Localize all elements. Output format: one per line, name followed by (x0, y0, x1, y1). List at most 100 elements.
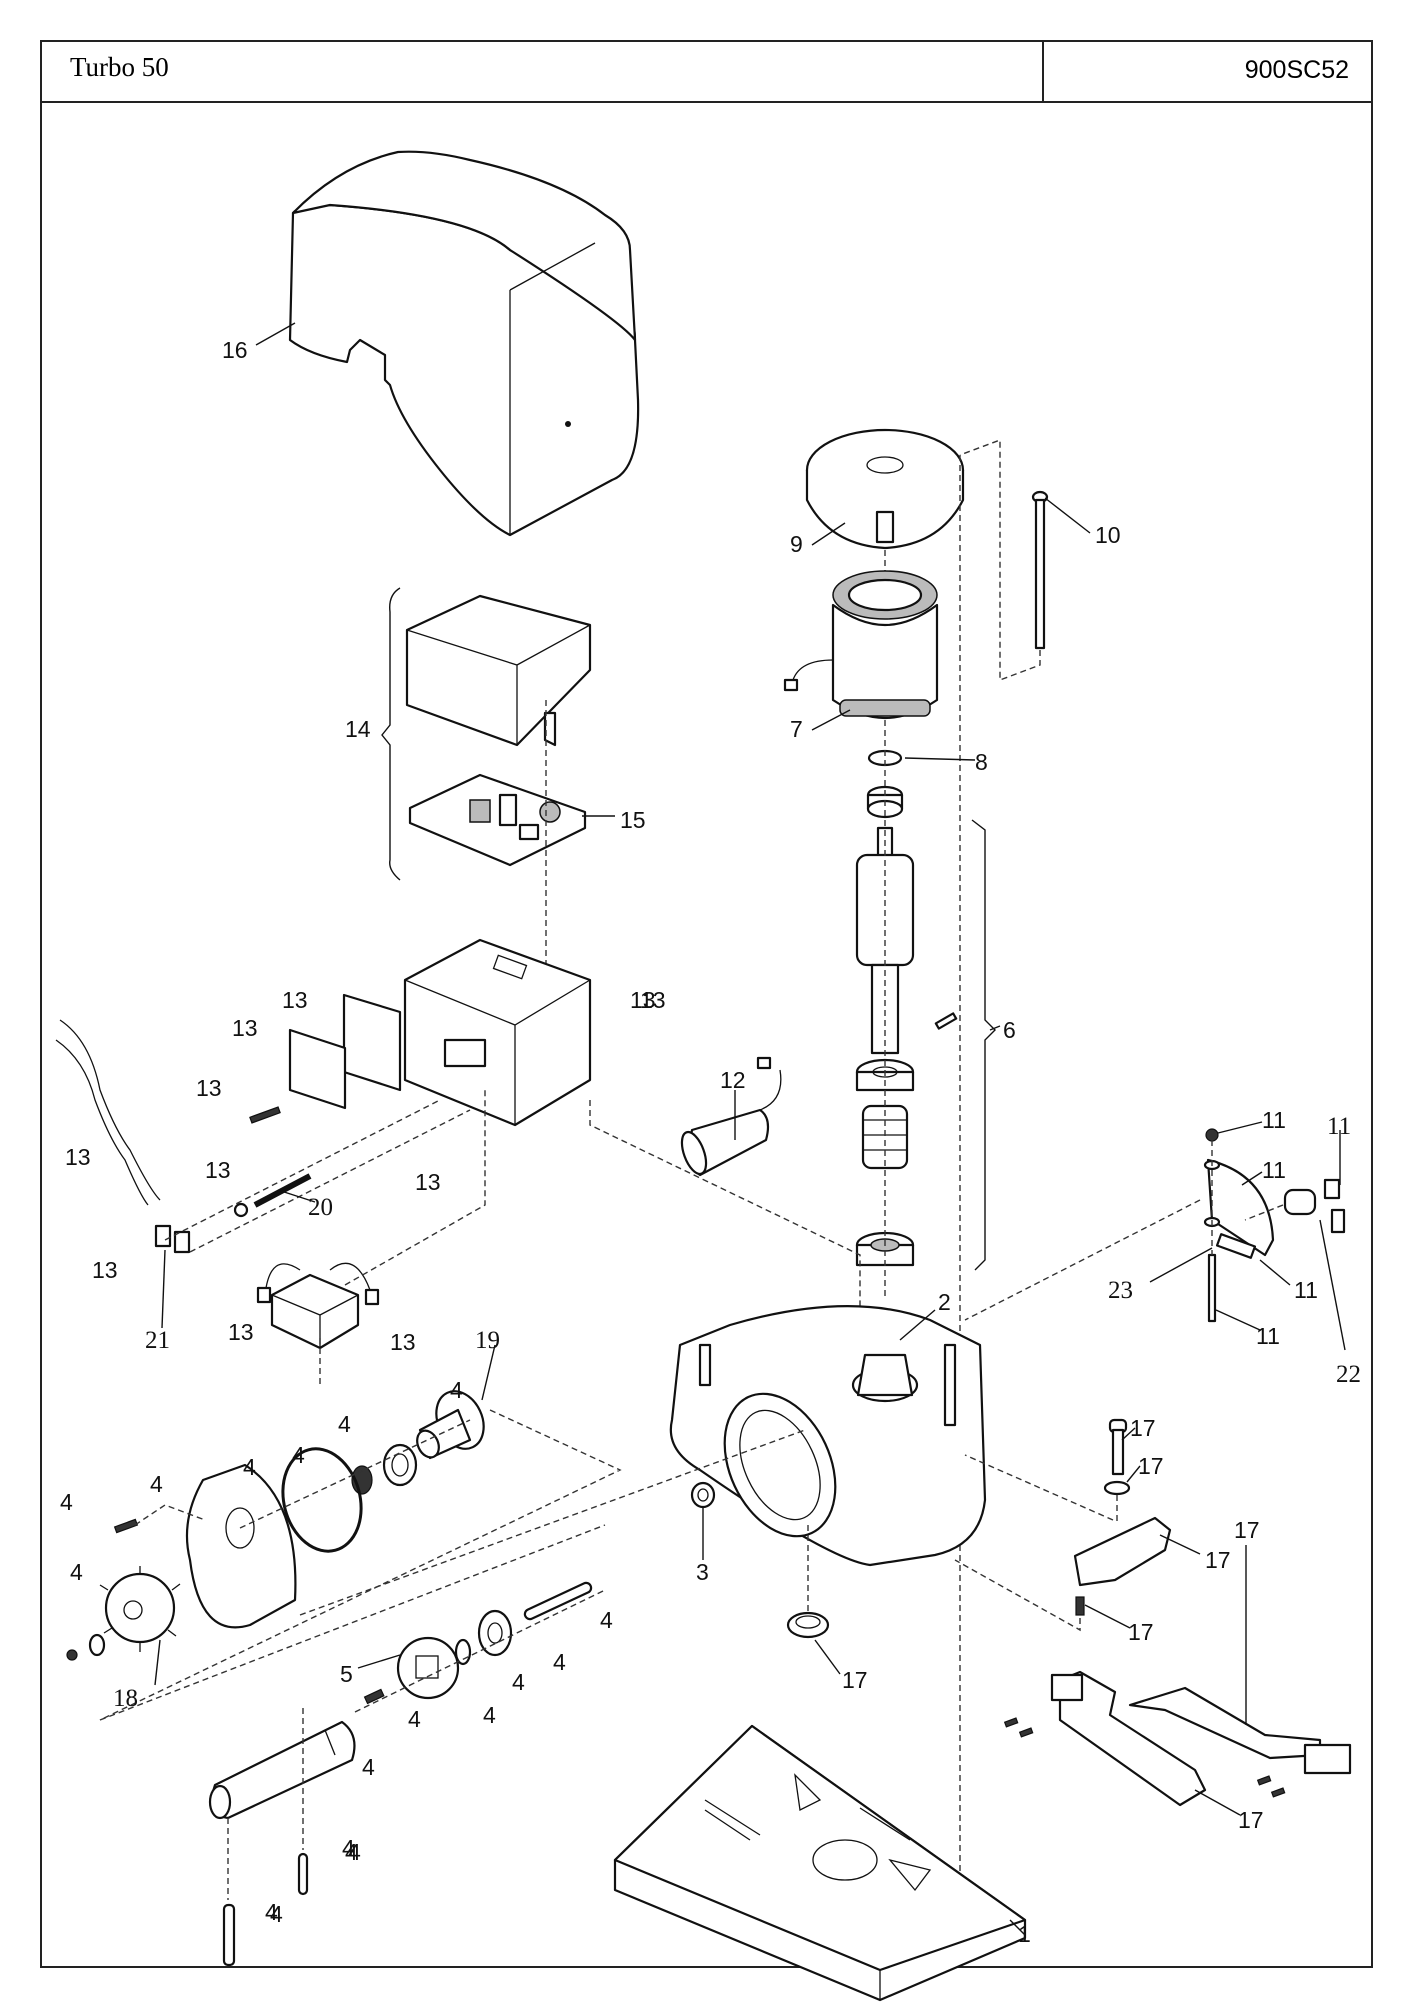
callout-4: 4 (512, 1669, 525, 1695)
capacitor-part-12 (680, 1056, 782, 1177)
gear-part-5 (396, 1636, 460, 1700)
part-code: 900SC52 (1244, 56, 1349, 84)
bearing-lower-4 (477, 1609, 513, 1657)
callout-19: 19 (475, 1327, 500, 1354)
callout-16: 16 (222, 337, 248, 363)
callout-11: 11 (1262, 1107, 1286, 1133)
callout-17: 17 (842, 1667, 868, 1693)
callout-13: 13 (228, 1319, 254, 1345)
callout-9: 9 (790, 531, 803, 557)
wire-harness-13 (55, 1019, 161, 1206)
gear-cover-4 (185, 1463, 297, 1629)
washer-screw-18 (66, 1633, 106, 1661)
callout-7: 7 (790, 716, 803, 742)
callout-13: 13 (630, 987, 656, 1013)
board-plate-13b (288, 1028, 347, 1110)
callout-12: 12 (720, 1067, 746, 1093)
pinion-part-18 (99, 1566, 181, 1652)
callout-13: 13 (92, 1257, 118, 1283)
callout-18: 18 (113, 1685, 138, 1712)
callout-4: 4 (408, 1706, 421, 1732)
callout-4: 4 (270, 1901, 283, 1927)
callout-4: 4 (362, 1754, 375, 1780)
callout-13: 13 (232, 1015, 258, 1041)
callout-4: 4 (348, 1839, 361, 1865)
callout-4: 4 (600, 1607, 613, 1633)
callout-17: 17 (1128, 1619, 1154, 1645)
callout-1: 1 (1018, 1921, 1031, 1947)
callout-11: 11 (1262, 1157, 1286, 1183)
key-pin-4 (297, 1852, 309, 1896)
callout-13: 13 (415, 1169, 441, 1195)
plug-part-17 (786, 1611, 830, 1639)
callout-4: 4 (243, 1454, 256, 1480)
seal-part-3 (690, 1481, 716, 1509)
callout-23: 23 (1108, 1277, 1133, 1304)
callout-3: 3 (696, 1559, 709, 1585)
control-board-part-15 (408, 773, 587, 867)
base-plate-part-1 (613, 1724, 1027, 2002)
callout-17: 17 (1138, 1453, 1164, 1479)
callout-4: 4 (483, 1702, 496, 1728)
callout-4: 4 (553, 1649, 566, 1675)
callout-11: 11 (1294, 1277, 1318, 1303)
spring-4 (363, 1688, 385, 1705)
callout-13: 13 (390, 1329, 416, 1355)
callout-22: 22 (1336, 1361, 1361, 1388)
callout-13: 13 (205, 1157, 231, 1183)
callout-4: 4 (450, 1377, 463, 1403)
o-ring-4 (281, 1447, 363, 1553)
transformer-13 (256, 1262, 380, 1350)
callout-17: 17 (1130, 1415, 1156, 1441)
callout-17: 17 (1238, 1807, 1264, 1833)
callout-21: 21 (145, 1327, 170, 1354)
electronics-housing-part-13 (403, 938, 592, 1127)
callout-20: 20 (308, 1194, 333, 1221)
gearbox-housing-part-2 (669, 1305, 987, 1567)
callout-13-right: 13 (640, 987, 666, 1013)
callout-2: 2 (938, 1289, 951, 1315)
callout-5: 5 (340, 1661, 353, 1687)
callout-8: 8 (975, 749, 988, 775)
dowel-pin-4 (222, 1903, 236, 1967)
screw-13 (249, 1106, 281, 1124)
callouts: 16 9 10 7 8 15 14 6 12 2 3 1 13 13 13 13… (60, 337, 1361, 1947)
callout-17: 17 (1234, 1517, 1260, 1543)
callout-11: 11 (1327, 1113, 1351, 1140)
leader-lines (154, 322, 1346, 1936)
board-plate-13a (342, 993, 402, 1092)
callout-13: 13 (65, 1144, 91, 1170)
board-box-part-14 (405, 594, 592, 747)
grub-screw-17 (1075, 1596, 1085, 1616)
rotor-part-6 (855, 826, 958, 1267)
callout-11: 11 (1256, 1323, 1280, 1349)
header-bar (40, 40, 1373, 103)
cover-screw-4 (113, 1518, 139, 1534)
circlip-4 (454, 1638, 472, 1666)
callout-14: 14 (345, 716, 371, 742)
callout-4: 4 (60, 1489, 73, 1515)
motor-cover-part-9 (805, 428, 965, 550)
header-divider (1042, 40, 1044, 103)
callout-4: 4 (345, 1839, 358, 1865)
bracket-right-17 (1128, 1686, 1352, 1775)
page-frame (40, 40, 1373, 1968)
callout-13: 13 (282, 987, 308, 1013)
callout-4: 4 (70, 1559, 83, 1585)
release-cover-17 (1073, 1516, 1172, 1587)
long-bolt-part-10 (1031, 490, 1049, 650)
spring-part-20 (233, 1173, 312, 1218)
connector-21 (154, 1224, 191, 1254)
callout-13: 13 (196, 1075, 222, 1101)
stator-part-7 (783, 570, 939, 720)
output-shaft-4 (208, 1720, 356, 1820)
callout-4: 4 (150, 1471, 163, 1497)
callout-4: 4 (292, 1442, 305, 1468)
pin-4 (523, 1581, 593, 1621)
model-title: Turbo 50 (70, 52, 169, 82)
callout-4: 4 (265, 1899, 278, 1925)
callout-10: 10 (1095, 522, 1121, 548)
callout-4: 4 (342, 1835, 355, 1861)
cover-part-16 (288, 150, 640, 537)
